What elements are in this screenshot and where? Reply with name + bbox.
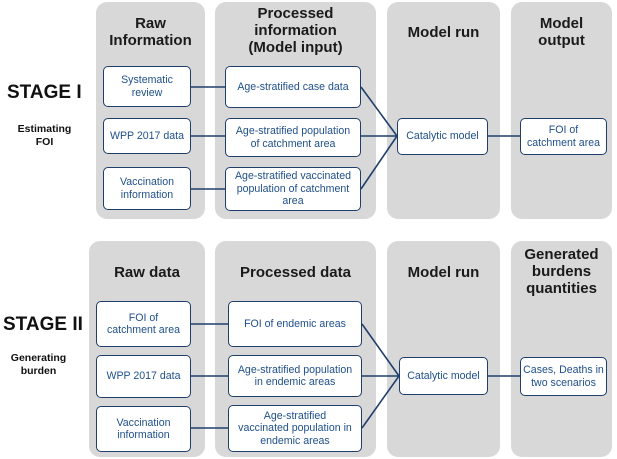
s2-model-box: Catalytic model — [399, 357, 488, 395]
stage1-subtitle: Estimating FOI — [17, 123, 72, 148]
s1-proc-box-vaccinated: Age-stratified vaccinated population of … — [225, 167, 361, 211]
s1-model-box: Catalytic model — [397, 118, 488, 155]
s1-raw-box-vaccination: Vaccination information — [103, 167, 191, 210]
s2-proc1-to-model — [361, 323, 400, 377]
s2-raw-box-wpp: WPP 2017 data — [96, 355, 191, 398]
s1-proc3-to-model — [360, 135, 398, 190]
s1-proc-box-population: Age-stratified population of catchment a… — [225, 118, 361, 157]
stage1-output-header: Model output — [538, 15, 585, 49]
s1-proc-box-case-data: Age-stratified case data — [225, 66, 361, 108]
stage2-modelrun-panel — [387, 241, 500, 457]
s2-raw-box-vaccination: Vaccination information — [96, 406, 191, 452]
stage2-subtitle: Generating burden — [10, 352, 67, 377]
stage2-raw-header: Raw data — [114, 264, 180, 281]
s2-proc-box-population: Age-stratified population in endemic are… — [228, 355, 362, 397]
stage2-modelrun-header: Model run — [407, 264, 480, 281]
stage1-title: STAGE I — [7, 82, 82, 103]
stage1-modelrun-header: Model run — [407, 24, 480, 41]
s2-raw-box-foi: FOI of catchment area — [96, 301, 191, 347]
s2-proc-box-vaccinated: Age-stratified vaccinated population in … — [228, 405, 362, 452]
stage1-output-panel — [511, 2, 612, 219]
s2-output-box: Cases, Deaths in two scenarios — [520, 357, 607, 396]
stage1-modelrun-panel — [387, 2, 500, 219]
stage2-processed-header: Processed data — [240, 264, 351, 281]
s2-proc3-to-model — [361, 375, 400, 429]
s1-proc1-to-model — [360, 86, 398, 137]
stage1-processed-header: Processed information (Model input) — [248, 5, 343, 56]
s2-proc-box-foi-endemic: FOI of endemic areas — [228, 301, 362, 347]
s1-output-box: FOI of catchment area — [520, 118, 607, 155]
stage2-output-header: Generated burdens quantities — [524, 246, 599, 297]
s1-raw-box-wpp: WPP 2017 data — [103, 118, 191, 154]
stage2-output-panel — [511, 241, 612, 457]
stage2-title: STAGE II — [3, 314, 83, 335]
s1-raw-box-systematic-review: Systematic review — [103, 66, 191, 107]
stage1-raw-header: Raw Information — [109, 15, 192, 49]
